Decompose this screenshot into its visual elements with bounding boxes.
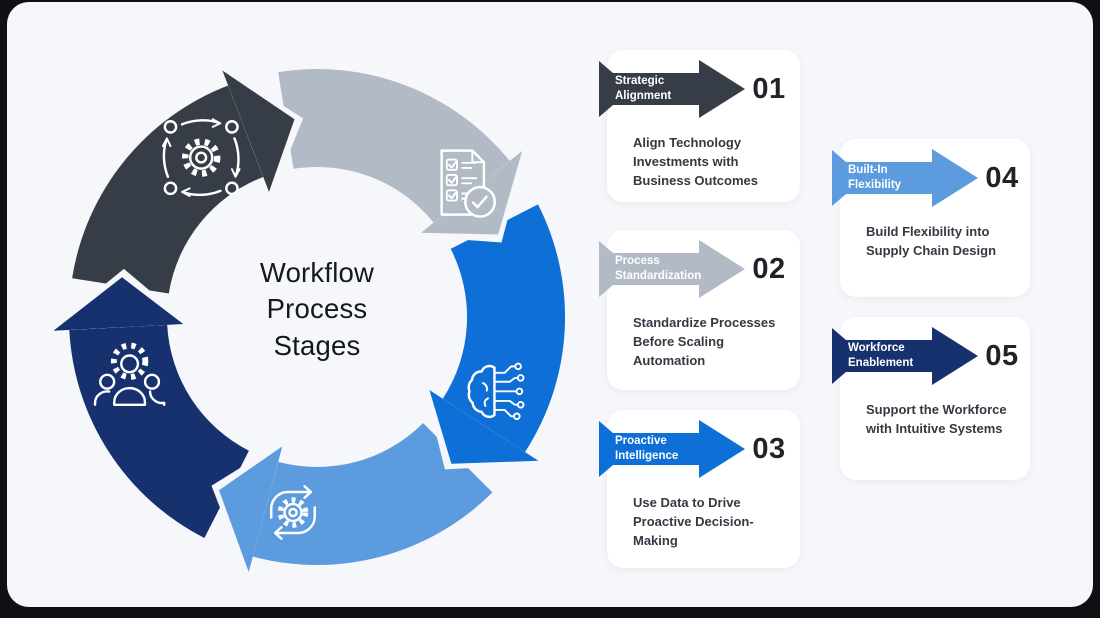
stage-label: Process Standardization <box>615 255 702 282</box>
stage-number: 03 <box>752 432 786 465</box>
ring-segment-1 <box>72 85 264 294</box>
ring-segment-3 <box>442 204 566 453</box>
banner-arrow-shape <box>832 327 978 385</box>
team-gear-icon <box>93 342 166 406</box>
banner-arrow-shape <box>599 420 745 478</box>
checklist-icon <box>440 149 497 218</box>
stage-description: Align Technology Investments with Busine… <box>633 135 758 188</box>
ring-segment-2 <box>278 69 510 223</box>
banner-arrow-shape <box>599 60 745 118</box>
stage-card-1: Strategic Alignment 01 Align Technology … <box>599 50 800 202</box>
stage-label: Workforce Enablement <box>848 342 914 369</box>
banner-arrow-1 <box>599 60 745 118</box>
stage-number: 02 <box>752 252 786 285</box>
brain-circuit-icon <box>467 362 525 421</box>
diagram-canvas: Workflow Process Stages Strategic Alignm… <box>7 2 1093 607</box>
ring-arrowhead-1 <box>222 70 295 192</box>
process-automation-icon <box>161 118 241 197</box>
center-title: Workflow Process Stages <box>259 257 375 361</box>
ring-arrowhead-4 <box>219 446 283 572</box>
stage-number: 04 <box>985 161 1019 194</box>
stage-description: Use Data to Drive Proactive Decision-Mak… <box>633 495 754 548</box>
stage-number: 01 <box>752 72 786 105</box>
stage-banner-2: Process Standardization 02 <box>599 240 799 298</box>
stage-card-5: Workforce Enablement 05 Support the Work… <box>832 317 1030 480</box>
stage-description: Build Flexibility into Supply Chain Desi… <box>866 224 997 258</box>
stage-description: Standardize Processes Before Scaling Aut… <box>633 315 776 368</box>
ring-arrowhead-5 <box>53 277 184 331</box>
stage-description: Support the Workforce with Intuitive Sys… <box>866 402 1007 436</box>
banner-arrow-shape <box>599 240 745 298</box>
banner-arrow-4 <box>832 149 978 207</box>
stage-label: Strategic Alignment <box>615 75 672 102</box>
stage-card-3: Proactive Intelligence 03 Use Data to Dr… <box>599 410 800 568</box>
banner-arrow-3 <box>599 420 745 478</box>
stage-number: 05 <box>985 339 1019 372</box>
ring-segment-4 <box>252 423 493 565</box>
stage-label: Built-In Flexibility <box>848 164 902 191</box>
stage-label: Proactive Intelligence <box>615 435 679 462</box>
banner-arrow-2 <box>599 240 745 298</box>
stage-banner-1: Strategic Alignment 01 <box>599 60 799 118</box>
stage-card-2: Process Standardization 02 Standardize P… <box>599 230 800 390</box>
banner-arrow-shape <box>832 149 978 207</box>
cycle-diagram <box>47 64 566 578</box>
ring-arrowhead-3 <box>429 390 539 464</box>
stage-banner-5: Workforce Enablement 05 <box>832 327 1032 385</box>
banner-arrow-5 <box>832 327 978 385</box>
stage-banner-4: Built-In Flexibility 04 <box>832 149 1032 207</box>
stage-card-4: Built-In Flexibility 04 Build Flexibilit… <box>832 139 1030 297</box>
stage-banner-3: Proactive Intelligence 03 <box>599 420 799 478</box>
